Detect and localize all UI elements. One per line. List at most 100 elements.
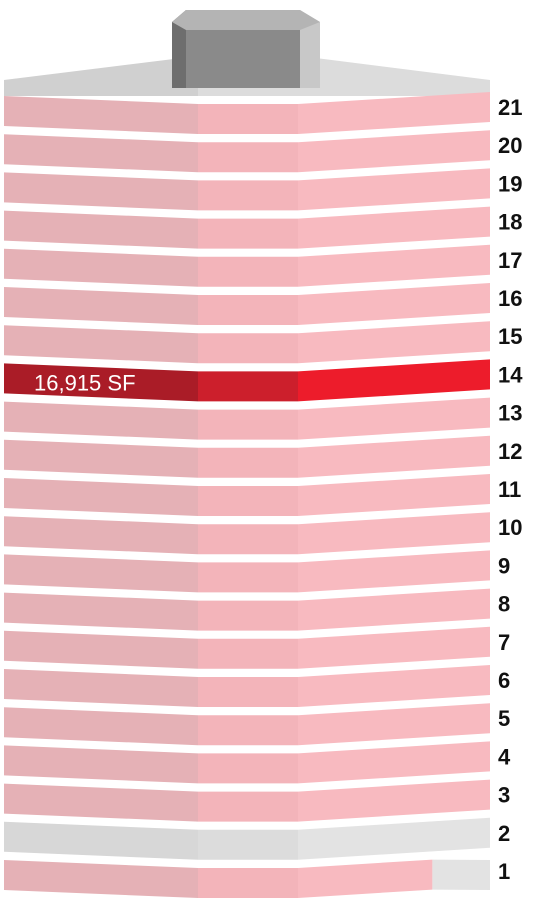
floor-number-label: 6 (498, 668, 510, 693)
floor-12[interactable]: 12 (4, 435, 522, 478)
floor-14-center-face (198, 371, 298, 402)
floor-15-left-face (4, 325, 198, 364)
floor-17-left-face (4, 248, 198, 287)
floor-19-center-face (198, 180, 298, 211)
floor-10-center-face (198, 524, 298, 555)
floor-3-center-face (198, 791, 298, 822)
floor-20-left-face (4, 134, 198, 173)
floor-1-right-face-unavailable (432, 859, 490, 890)
floor-21-right-face (298, 92, 490, 134)
floor-number-label: 21 (498, 95, 522, 120)
floor-number-label: 16 (498, 286, 522, 311)
floor-number-label: 2 (498, 821, 510, 846)
floor-3-right-face (298, 779, 490, 822)
floor-11[interactable]: 11 (4, 474, 521, 516)
roof-deck-left (4, 56, 198, 96)
floor-6-right-face (298, 665, 490, 707)
floor-number-label: 15 (498, 324, 522, 349)
floor-8-left-face (4, 592, 198, 631)
floor-18[interactable]: 18 (4, 206, 522, 249)
floor-4-right-face (298, 741, 490, 784)
floor-19-right-face (298, 168, 490, 211)
floor-area-label: 16,915 SF (34, 370, 136, 395)
floor-9-right-face (298, 550, 490, 593)
floor-17-right-face (298, 244, 490, 287)
floor-number-label: 20 (498, 133, 522, 158)
floor-20-center-face (198, 142, 298, 173)
floor-18-left-face (4, 210, 198, 249)
floor-20-right-face (298, 130, 490, 173)
floor-13-left-face (4, 401, 198, 440)
floor-number-label: 14 (498, 362, 523, 387)
floor-13-center-face (198, 409, 298, 440)
floor-9[interactable]: 9 (4, 550, 510, 593)
floor-5-left-face (4, 707, 198, 746)
floor-17-center-face (198, 256, 298, 287)
floor-5-right-face (298, 703, 490, 746)
floor-8[interactable]: 8 (4, 588, 510, 631)
floor-14-right-face (298, 359, 490, 402)
floor-5-center-face (198, 715, 298, 746)
floor-1-right-face-available (298, 859, 433, 898)
floor-20[interactable]: 20 (4, 130, 522, 173)
floor-number-label: 10 (498, 515, 522, 540)
floor-19[interactable]: 19 (4, 168, 522, 211)
floor-1-left-face (4, 860, 198, 898)
floor-16-center-face (198, 295, 298, 325)
floor-2[interactable]: 2 (4, 817, 510, 860)
floor-17[interactable]: 17 (4, 244, 522, 287)
floor-12-center-face (198, 447, 298, 478)
floor-15[interactable]: 15 (4, 321, 522, 364)
floor-10-left-face (4, 516, 198, 555)
floor-14[interactable]: 14 16,915 SF (4, 359, 523, 402)
floor-5[interactable]: 5 (4, 703, 510, 746)
floor-number-label: 18 (498, 210, 522, 235)
floor-9-left-face (4, 554, 198, 593)
floor-4-left-face (4, 745, 198, 784)
floor-1-center-face (198, 868, 298, 898)
floor-18-center-face (198, 218, 298, 249)
floor-13-right-face (298, 397, 490, 440)
floor-1[interactable]: 1 (4, 859, 510, 898)
floor-number-label: 17 (498, 248, 522, 273)
floor-21-center-face (198, 104, 298, 134)
floor-7-center-face (198, 638, 298, 669)
floor-9-center-face (198, 562, 298, 593)
floor-16-right-face (298, 283, 490, 325)
floor-11-left-face (4, 478, 198, 516)
floor-number-label: 7 (498, 630, 510, 655)
floor-12-left-face (4, 439, 198, 478)
floor-19-left-face (4, 172, 198, 211)
floor-7-left-face (4, 630, 198, 669)
floor-21[interactable]: 21 (4, 92, 522, 134)
floor-10-right-face (298, 512, 490, 555)
floor-2-center-face (198, 829, 298, 860)
floor-11-right-face (298, 474, 490, 516)
floor-10[interactable]: 10 (4, 512, 522, 555)
floor-number-label: 11 (498, 477, 521, 502)
floor-15-center-face (198, 333, 298, 364)
floor-21-left-face (4, 96, 198, 134)
floor-6-left-face (4, 669, 198, 707)
floor-16-left-face (4, 287, 198, 325)
floor-number-label: 12 (498, 439, 522, 464)
floor-3[interactable]: 3 (4, 779, 510, 822)
floor-3-left-face (4, 783, 198, 822)
floor-11-center-face (198, 486, 298, 516)
floor-16[interactable]: 16 (4, 283, 522, 325)
floor-number-label: 5 (498, 706, 510, 731)
floor-4-center-face (198, 753, 298, 784)
floor-14-left-face (4, 363, 198, 402)
floor-18-right-face (298, 206, 490, 249)
floor-number-label: 1 (498, 859, 510, 884)
floor-7[interactable]: 7 (4, 626, 510, 669)
floor-15-right-face (298, 321, 490, 364)
mechanical-penthouse-right (300, 10, 320, 88)
floor-2-left-face (4, 821, 198, 860)
floor-4[interactable]: 4 (4, 741, 511, 784)
floor-13[interactable]: 13 (4, 397, 522, 440)
floor-6[interactable]: 6 (4, 665, 510, 707)
floor-8-right-face (298, 588, 490, 631)
